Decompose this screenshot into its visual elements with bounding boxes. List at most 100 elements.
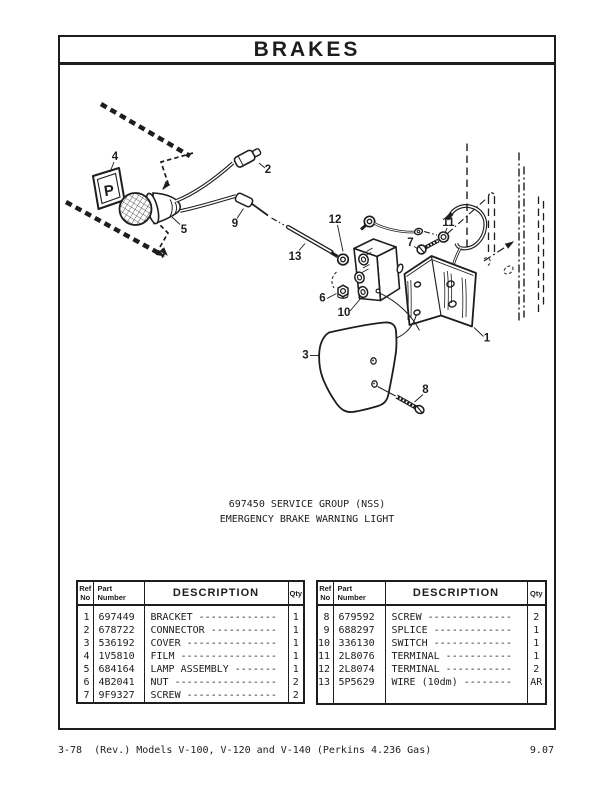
terminal-ring-a (330, 251, 350, 266)
footer-models: (Rev.) Models V-100, V-120 and V-140 (Pe… (94, 745, 432, 756)
cell-qty: 2 (526, 663, 547, 676)
cell-qty: 1 (526, 637, 547, 650)
cell-qty: 1 (287, 650, 305, 663)
connector (233, 148, 262, 168)
bracket (403, 255, 477, 328)
cell-part-number: 697449 (92, 611, 145, 624)
cell-qty: 1 (287, 663, 305, 676)
cell-ref: 1 (76, 611, 94, 624)
cell-qty: 2 (287, 676, 305, 689)
cell-ref: 6 (76, 676, 94, 689)
cell-description: LAMP ASSEMBLY ------- (143, 663, 289, 676)
callout-6: 6 (319, 293, 325, 305)
splice (234, 192, 269, 217)
cell-ref: 5 (76, 663, 94, 676)
cell-part-number: 1V5810 (92, 650, 145, 663)
page-title: BRAKES (253, 37, 361, 61)
spacer-row (316, 689, 547, 704)
cell-ref: 8 (316, 611, 334, 624)
callout-3: 3 (302, 350, 308, 362)
cell-part-number: 9F9327 (92, 689, 145, 703)
wire-to-connector (175, 161, 235, 203)
cell-part-number: 536192 (92, 637, 145, 650)
phantom-edge-bottom (64, 200, 166, 258)
wire-13 (285, 224, 334, 255)
leader-lines (109, 161, 484, 403)
section-title-box: BRAKES (58, 35, 556, 65)
cell-description: SCREW --------------- (143, 689, 289, 703)
cell-description: TERMINAL ----------- (384, 650, 528, 663)
cell-part-number: 336130 (332, 637, 386, 650)
cell-qty: 1 (526, 650, 547, 663)
cell-qty: 2 (526, 611, 547, 624)
callouts: 4 2 5 9 13 12 11 7 6 10 1 3 8 (112, 151, 491, 396)
lamp-assembly (118, 192, 182, 226)
callout-12: 12 (329, 214, 342, 226)
header-line: No (80, 593, 91, 602)
cell-qty: 1 (287, 624, 305, 637)
spacer-row (76, 605, 305, 611)
header-line: Number (97, 593, 126, 602)
assembly-curve (379, 292, 420, 331)
callout-2: 2 (265, 164, 271, 176)
cell-part-number: 679592 (332, 611, 386, 624)
panel-arrow (483, 241, 514, 262)
cell-description: BRACKET ------------- (143, 611, 289, 624)
cell-description: NUT ----------------- (143, 676, 289, 689)
cell-ref: 12 (316, 663, 334, 676)
cell-description: WIRE (10dm) -------- (384, 676, 528, 689)
col-qty: Qty (287, 581, 305, 605)
cell-ref: 2 (76, 624, 94, 637)
cell-qty: 1 (287, 611, 305, 624)
callout-8: 8 (422, 384, 429, 396)
header-line: Number (337, 593, 366, 602)
cell-ref: 3 (76, 637, 94, 650)
cell-ref: 7 (76, 689, 94, 703)
cell-description: FILM ---------------- (143, 650, 289, 663)
cell-description: SCREW -------------- (384, 611, 528, 624)
header-line: Ref (79, 584, 92, 593)
cell-part-number: 684164 (92, 663, 145, 676)
screw-7 (416, 231, 450, 255)
spacer-row (316, 605, 547, 611)
nut (337, 284, 349, 300)
callout-9: 9 (232, 218, 238, 230)
cell-description: CONNECTOR ----------- (143, 624, 289, 637)
page-footer: 3-78(Rev.) Models V-100, V-120 and V-140… (58, 745, 556, 756)
header-line: No (320, 593, 331, 602)
callout-10: 10 (338, 307, 351, 319)
cell-description: SWITCH ------------- (384, 637, 528, 650)
callout-1: 1 (484, 333, 491, 345)
header-line: Ref (319, 584, 332, 593)
film-letter-p: P (103, 182, 116, 200)
col-qty: Qty (526, 581, 547, 605)
col-description: DESCRIPTION (143, 581, 289, 605)
axis-line (271, 217, 285, 226)
cell-ref: 13 (316, 676, 334, 689)
exploded-diagram: P (64, 102, 545, 415)
switch (353, 238, 404, 302)
phantom-clips (483, 257, 514, 275)
cell-description: TERMINAL ----------- (384, 663, 528, 676)
col-description: DESCRIPTION (384, 581, 528, 605)
cover-plate (318, 321, 398, 413)
caption-line2: EMERGENCY BRAKE WARNING LIGHT (219, 514, 395, 525)
cell-qty: 1 (287, 637, 305, 650)
